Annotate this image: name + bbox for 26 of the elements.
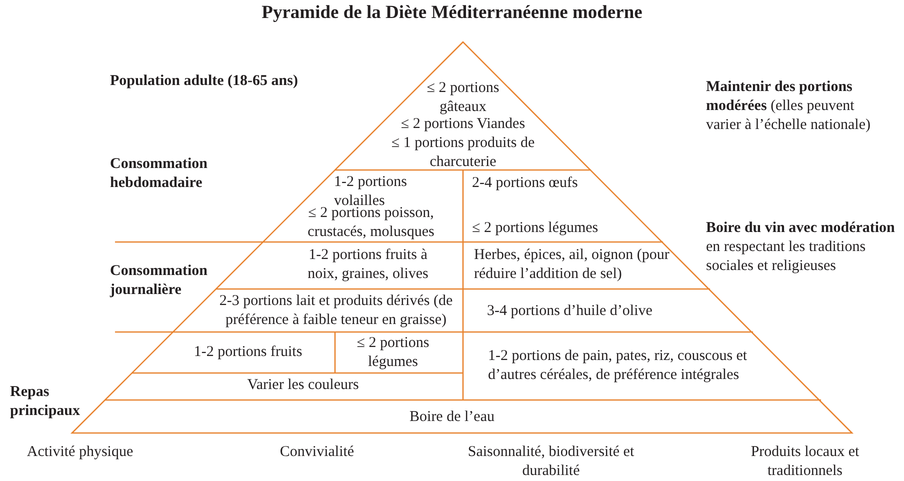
food-label: 1-2 portions fruits à noix, graines, olives: [306, 246, 430, 284]
food-label: ≤ 2 portions gâteaux: [426, 79, 500, 117]
food-label: ≤ 2 portions poisson, crustacés, molusques: [306, 205, 436, 242]
food-label: 2-4 portions œufs: [472, 174, 579, 193]
heading: Population adulte (18-65 ans): [110, 72, 299, 91]
food-label: 3-4 portions d’huile d’olive: [487, 302, 654, 321]
food-label: 1-2 portions fruits: [192, 343, 304, 362]
food-label: 1-2 portions de pain, pates, riz, couscous et d’autres céréales, de préférence intégrales: [488, 347, 748, 385]
food-label: Varier les couleurs: [246, 376, 360, 395]
heading: Consommation hebdomadaire: [110, 155, 209, 193]
food-label: Herbes, épices, ail, oignon (pour réduire l’addition de sel): [474, 246, 670, 284]
food-label: 2-3 portions lait et produits dérivés (de préférence à faible teneur en graisse): [218, 292, 454, 330]
principle-label: Convivialité: [278, 443, 356, 462]
food-label: ≤ 2 portions légumes: [472, 219, 600, 238]
principle-label: Activité physique: [26, 443, 134, 462]
heading: Consommation journalière: [110, 262, 209, 300]
principle-label: Produits locaux et traditionnels: [750, 443, 860, 481]
food-label: ≤ 1 portions produits de charcuterie: [390, 134, 536, 172]
food-label: ≤ 2 portions Viandes: [400, 115, 526, 134]
food-label: ≤ 2 portions légumes: [356, 334, 430, 372]
heading: Repas principaux: [10, 383, 82, 421]
food-label: Boire de l’eau: [408, 408, 496, 427]
note: Maintenir des portions modérées (elles peuvent varier à l’échelle nationale): [706, 78, 872, 135]
principle-label: Saisonnalité, biodiversité et durabilité: [466, 443, 636, 481]
title: Pyramide de la Diète Méditerranéenne moderne: [260, 3, 644, 24]
note: Boire du vin avec modération en respectant les traditions sociales et religieuses: [706, 219, 896, 276]
